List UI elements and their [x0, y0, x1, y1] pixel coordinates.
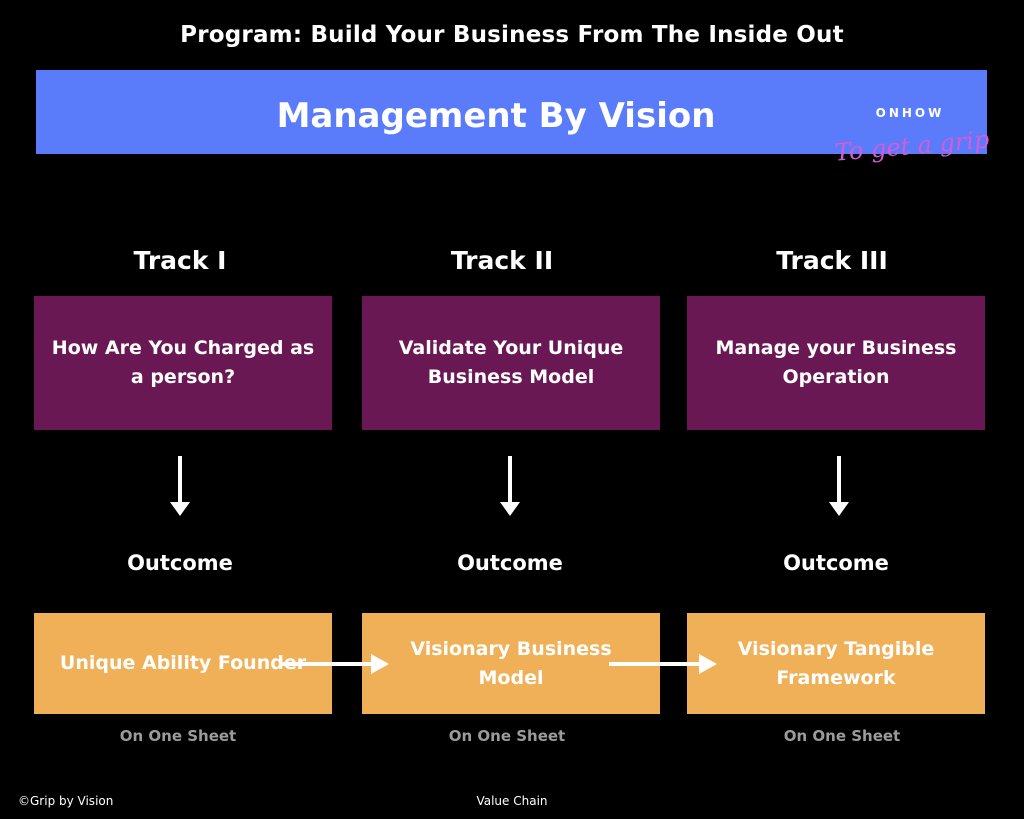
- outcome-label-2: Outcome: [457, 551, 563, 575]
- sheet-label-1: On One Sheet: [119, 727, 237, 745]
- track-title-1: Track I: [133, 246, 227, 275]
- track-box-1: How Are You Charged as a person?: [34, 296, 332, 430]
- outcome-box-3: Visionary Tangible Framework: [687, 613, 985, 714]
- track-box-2: Validate Your Unique Business Model: [362, 296, 660, 430]
- down-arrow-icon: [500, 456, 520, 516]
- track-title-3: Track III: [776, 246, 888, 275]
- logo-wordmark: ONHOW: [875, 106, 945, 120]
- banner-title: Management By Vision: [276, 96, 716, 136]
- down-arrow-icon: [829, 456, 849, 516]
- footer-center-label: Value Chain: [476, 794, 548, 808]
- track-box-3: Manage your Business Operation: [687, 296, 985, 430]
- sheet-label-2: On One Sheet: [448, 727, 566, 745]
- program-title: Program: Build Your Business From The In…: [180, 22, 844, 48]
- right-arrow-icon: [609, 654, 717, 674]
- right-arrow-icon: [281, 654, 389, 674]
- title-banner: [36, 70, 987, 154]
- outcome-label-3: Outcome: [783, 551, 889, 575]
- outcome-label-1: Outcome: [127, 551, 233, 575]
- footer-copyright: ©Grip by Vision: [18, 794, 114, 808]
- track-title-2: Track II: [450, 246, 554, 275]
- down-arrow-icon: [170, 456, 190, 516]
- sheet-label-3: On One Sheet: [783, 727, 901, 745]
